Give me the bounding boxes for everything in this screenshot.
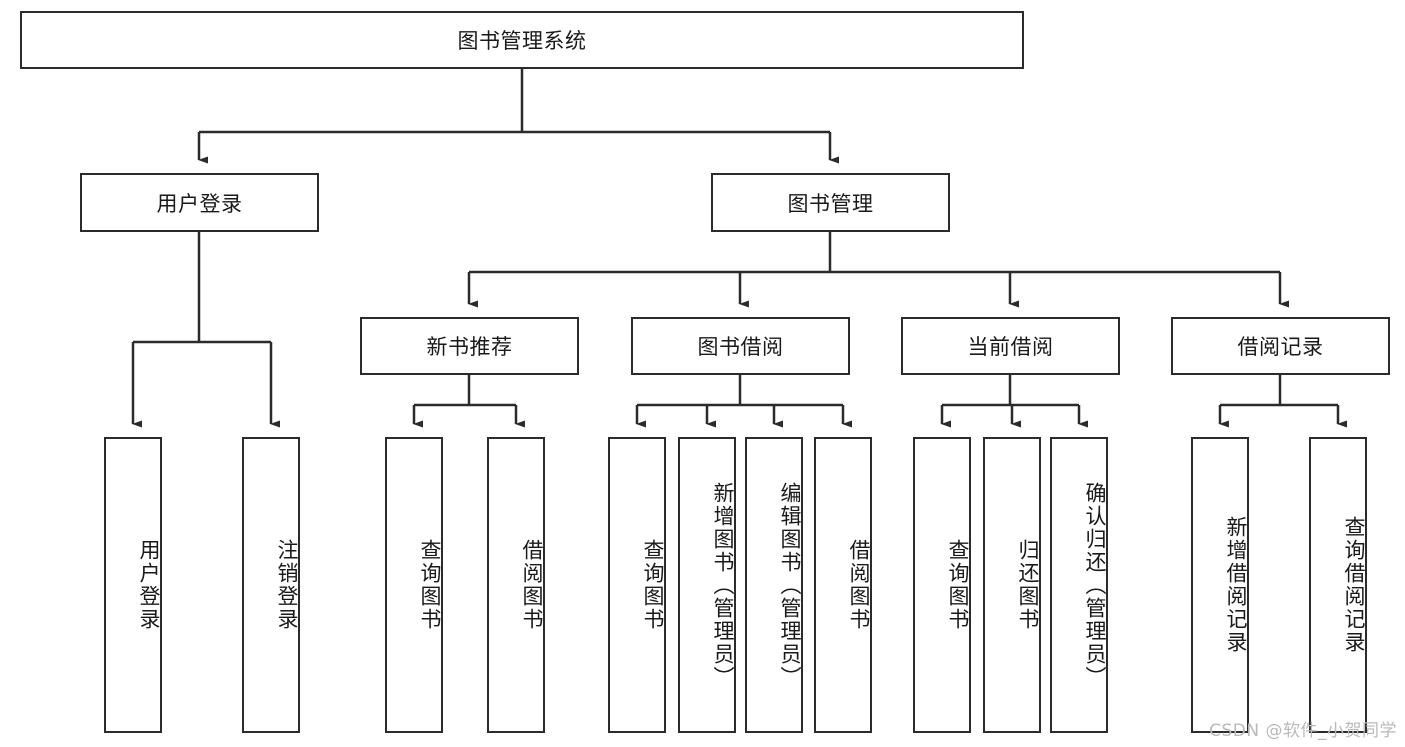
node-leaf-query-book-1[interactable]: 查询图书 — [385, 437, 443, 733]
node-leaf-query-book-3[interactable]: 查询图书 — [913, 437, 971, 733]
node-borrow-record-label: 借阅记录 — [1237, 335, 1324, 359]
node-leaf-user-login-label: 用户登录 — [137, 539, 161, 631]
node-leaf-add-record[interactable]: 新增借阅记录 — [1191, 437, 1249, 733]
node-user-login[interactable]: 用户登录 — [80, 173, 319, 232]
node-leaf-add-record-label: 新增借阅记录 — [1224, 516, 1248, 654]
node-leaf-logout[interactable]: 注销登录 — [242, 437, 300, 733]
node-leaf-query-book-1-label: 查询图书 — [418, 539, 442, 631]
node-leaf-confirm-return[interactable]: 确认归还（管理员） — [1050, 437, 1108, 733]
node-leaf-borrow-book-1[interactable]: 借阅图书 — [487, 437, 545, 733]
node-leaf-query-record[interactable]: 查询借阅记录 — [1309, 437, 1367, 733]
node-leaf-add-book-label: 新增图书（管理员） — [711, 481, 735, 689]
node-current-borrow-label: 当前借阅 — [967, 335, 1054, 359]
node-leaf-edit-book[interactable]: 编辑图书（管理员） — [745, 437, 803, 733]
node-borrow-record[interactable]: 借阅记录 — [1171, 317, 1390, 375]
node-root-label: 图书管理系统 — [457, 29, 587, 53]
node-leaf-query-book-2-label: 查询图书 — [641, 539, 665, 631]
node-leaf-user-login[interactable]: 用户登录 — [104, 437, 162, 733]
node-root[interactable]: 图书管理系统 — [20, 11, 1024, 69]
node-leaf-add-book[interactable]: 新增图书（管理员） — [678, 437, 736, 733]
node-leaf-logout-label: 注销登录 — [275, 539, 299, 631]
node-book-borrow-label: 图书借阅 — [697, 335, 784, 359]
node-leaf-borrow-book-2[interactable]: 借阅图书 — [814, 437, 872, 733]
node-book-manage[interactable]: 图书管理 — [711, 173, 950, 232]
watermark-text: CSDN @软件_小贺同学 — [1209, 721, 1397, 741]
node-user-login-label: 用户登录 — [156, 191, 243, 216]
node-current-borrow[interactable]: 当前借阅 — [901, 317, 1120, 375]
node-leaf-return-book[interactable]: 归还图书 — [983, 437, 1041, 733]
node-book-manage-label: 图书管理 — [787, 191, 874, 216]
node-book-borrow[interactable]: 图书借阅 — [631, 317, 850, 375]
node-leaf-edit-book-label: 编辑图书（管理员） — [778, 481, 802, 689]
node-leaf-query-book-2[interactable]: 查询图书 — [608, 437, 666, 733]
node-leaf-confirm-return-label: 确认归还（管理员） — [1083, 481, 1107, 689]
node-new-book-rec-label: 新书推荐 — [426, 335, 513, 359]
node-leaf-query-record-label: 查询借阅记录 — [1342, 516, 1366, 654]
node-leaf-borrow-book-1-label: 借阅图书 — [520, 539, 544, 631]
node-new-book-rec[interactable]: 新书推荐 — [360, 317, 579, 375]
node-leaf-borrow-book-2-label: 借阅图书 — [847, 539, 871, 631]
node-leaf-query-book-3-label: 查询图书 — [946, 539, 970, 631]
node-leaf-return-book-label: 归还图书 — [1016, 539, 1040, 631]
